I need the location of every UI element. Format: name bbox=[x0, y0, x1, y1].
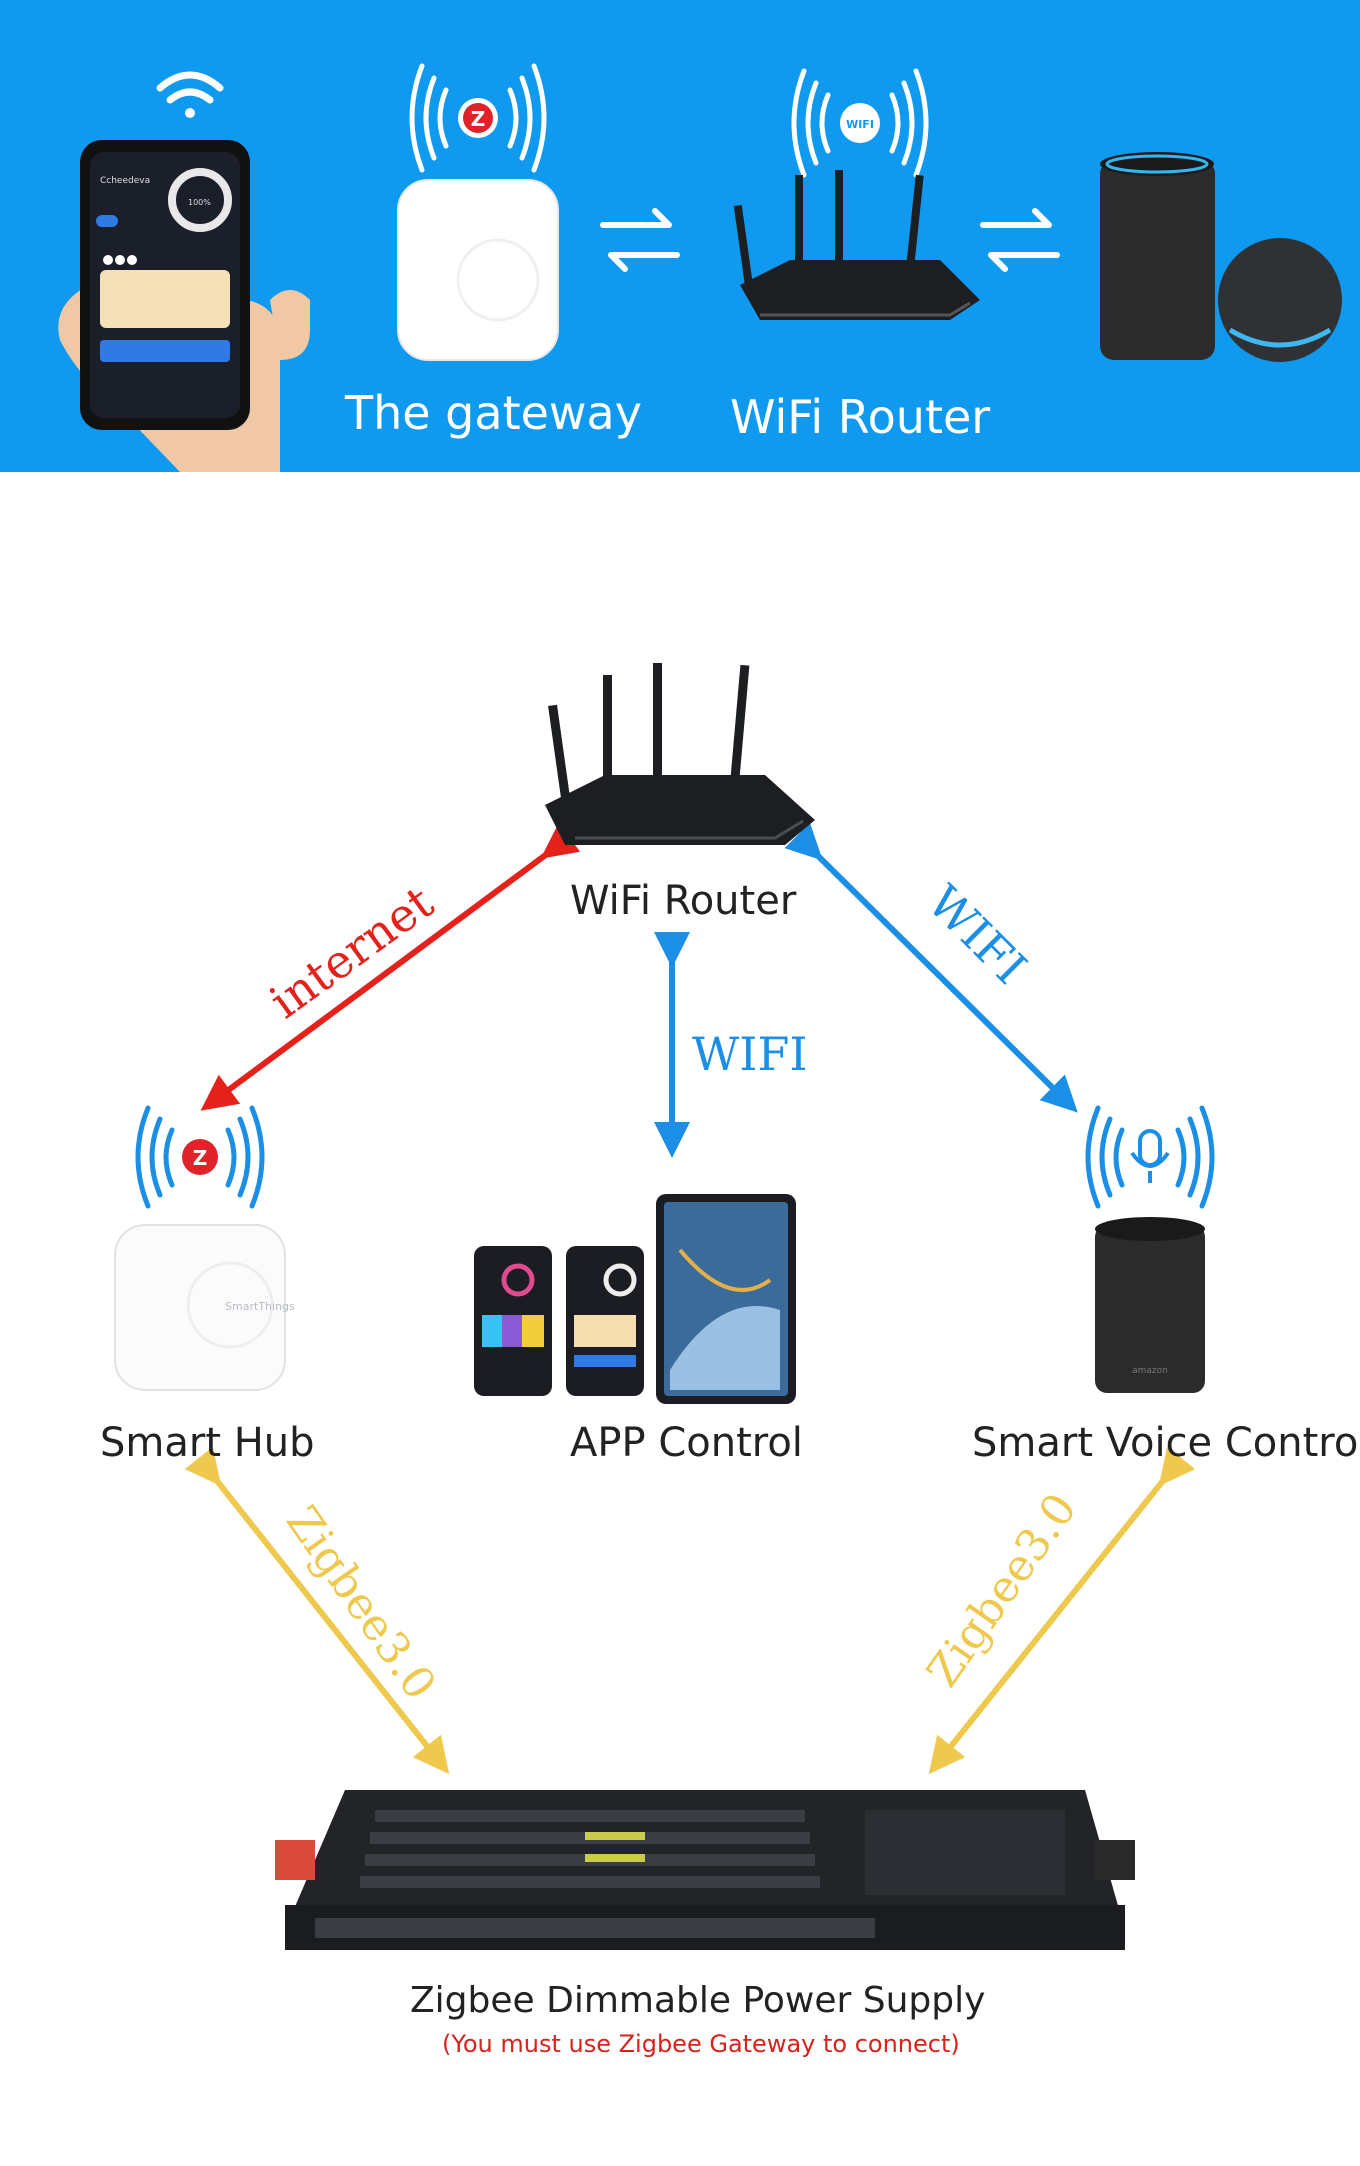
power-supply-label: Zigbee Dimmable Power Supply bbox=[410, 1980, 986, 2021]
app-control-label: APP Control bbox=[570, 1420, 803, 1466]
exchange-arrows-icon-2 bbox=[980, 208, 1060, 272]
zigbee-signal-icon bbox=[409, 63, 547, 173]
smart-hub-image: Z SmartThings bbox=[114, 1105, 295, 1391]
zigbee-badge-text: Z bbox=[471, 107, 486, 131]
wifi-router-image bbox=[545, 663, 815, 845]
app-control-devices-image bbox=[474, 1194, 796, 1404]
phone-app-title: Ccheedeva bbox=[100, 176, 150, 186]
power-supply-image bbox=[275, 1790, 1135, 1950]
voice-signal-icon bbox=[1085, 1105, 1215, 1209]
exchange-arrows-icon bbox=[600, 208, 680, 272]
voice-wifi-arrow bbox=[784, 822, 1078, 1113]
banner-smart-speakers-image bbox=[1100, 152, 1342, 362]
voice-zigbee-connection-label: Zigbee3.0 bbox=[917, 1484, 1087, 1696]
speaker-brand-text: amazon bbox=[1132, 1366, 1168, 1376]
hub-zigbee-connection-label: Zigbee3.0 bbox=[276, 1497, 446, 1709]
zigbee-signal-icon-hub bbox=[135, 1105, 265, 1209]
wifi-icon bbox=[156, 71, 224, 118]
smart-voice-control-label: Smart Voice Control bbox=[972, 1420, 1360, 1466]
hub-brand-text: SmartThings bbox=[225, 1300, 295, 1313]
wifi-badge-text: WIFI bbox=[846, 118, 874, 131]
wifi-signal-icon bbox=[791, 68, 929, 178]
voice-wifi-connection-label: WIFI bbox=[917, 875, 1037, 995]
banner-gateway-label: The gateway bbox=[345, 386, 642, 440]
banner-gateway-image: Z bbox=[397, 63, 559, 361]
smart-speaker-image: amazon bbox=[1085, 1105, 1215, 1393]
phone-percent: 100% bbox=[188, 198, 211, 207]
microphone-icon bbox=[1130, 1129, 1170, 1183]
banner-router-label: WiFi Router bbox=[730, 390, 991, 444]
zigbee-badge-hub-text: Z bbox=[193, 1146, 208, 1170]
wifi-router-label: WiFi Router bbox=[570, 878, 797, 924]
banner-router-image: WIFI bbox=[733, 68, 980, 320]
phone-in-hand-image: Ccheedeva 100% bbox=[58, 71, 310, 472]
app-wifi-connection-label: WIFI bbox=[692, 1027, 808, 1081]
voice-zigbee-arrow bbox=[928, 1446, 1196, 1775]
smart-hub-label: Smart Hub bbox=[100, 1420, 315, 1466]
power-supply-note: (You must use Zigbee Gateway to connect) bbox=[442, 2030, 960, 2058]
internet-arrow bbox=[200, 822, 581, 1111]
hub-zigbee-arrow bbox=[184, 1446, 450, 1775]
top-banner: Ccheedeva 100% Z The gateway W bbox=[0, 0, 1360, 472]
